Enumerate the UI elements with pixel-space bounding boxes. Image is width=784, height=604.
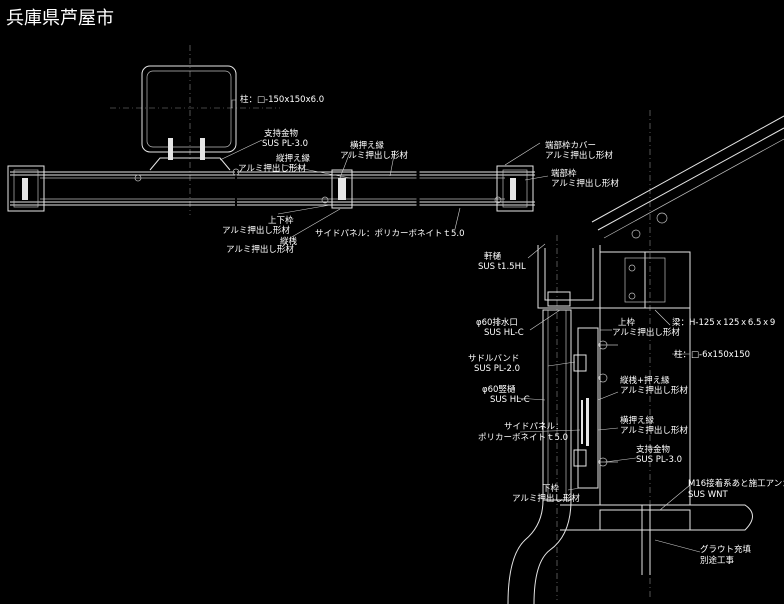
plan-support-label: 支持金物 [264,128,299,139]
sec-support-label: 支持金物 [636,444,671,455]
sec-anchor-label: M16接着系あと施工アンカー [688,478,784,489]
sec-gutter-spec: SUS t1.5HL [478,262,526,272]
sec-vpress-label: 縦桟+押え縁 [620,375,670,386]
sec-anchor-spec: SUS WNT [688,490,728,500]
sec-grout-label: グラウト充填 [700,544,752,555]
plan-endcover-label: 端部枠カバー [545,140,596,151]
plan-support-spec: SUS PL-3.0 [262,139,308,149]
sec-topframe-label: 上枠 [618,317,636,328]
sec-saddle-spec: SUS PL-2.0 [474,364,520,374]
plan-endframe-label: 端部枠 [551,168,577,179]
sec-hpress-label: 横押え縁 [620,415,655,426]
plan-vmullion-label: 縦押え縁 [276,153,311,164]
sec-column-label: 柱：□-6x150x150 [674,349,750,360]
plan-vmullion-spec: アルミ押出し形材 [238,163,306,174]
plan-hpress-label: 横押え縁 [350,140,385,151]
plan-sidepanel-label: サイドパネル：ポリカーボネイトｔ5.0 [315,229,465,239]
sec-beam-label: 梁：H-125ｘ125ｘ6.5ｘ9 [672,318,775,328]
sec-bottomframe-spec: アルミ押出し形材 [512,493,580,504]
plan-column-label: 柱：□-150x150x6.0 [240,94,324,105]
sec-saddle-label: サドルバンド [468,354,519,364]
sec-sidepanel-spec: ポリカーボネイトｔ5.0 [478,433,568,443]
sec-downpipe-label: φ60竪樋 [482,384,516,395]
plan-updown-label: 上下枠 [268,215,294,226]
plan-vframe-label: 縦桟 [280,236,298,247]
sec-downpipe-spec: SUS HL-C [490,395,530,405]
sec-hpress-spec: アルミ押出し形材 [620,425,688,436]
sec-support-spec: SUS PL-3.0 [636,455,682,465]
plan-updown-spec: アルミ押出し形材 [222,225,290,236]
sec-topframe-spec: アルミ押出し形材 [612,327,680,338]
plan-vframe-spec: アルミ押出し形材 [226,244,294,255]
sec-bottomframe-label: 下枠 [542,483,560,494]
sec-vpress-spec: アルミ押出し形材 [620,385,688,396]
plan-endcover-spec: アルミ押出し形材 [545,150,613,161]
sec-sidepanel-label: サイドパネル： [504,422,564,432]
plan-hpress-spec: アルミ押出し形材 [340,150,408,161]
sec-drain-spec: SUS HL-C [484,328,524,338]
plan-endframe-spec: アルミ押出し形材 [551,178,619,189]
plan-view: 柱：□-150x150x6.0 支持金物 SUS PL-3.0 縦押え縁 アルミ… [7,45,619,255]
sec-grout-spec: 別途工事 [700,555,735,566]
sec-gutter-label: 軒樋 [484,251,502,262]
sec-drain-label: φ60排水口 [476,317,518,328]
section-view: 軒樋 SUS t1.5HL φ60排水口 SUS HL-C 上枠 アルミ押出し形… [468,110,784,604]
drawing-title: 兵庫県芦屋市 [6,8,114,29]
